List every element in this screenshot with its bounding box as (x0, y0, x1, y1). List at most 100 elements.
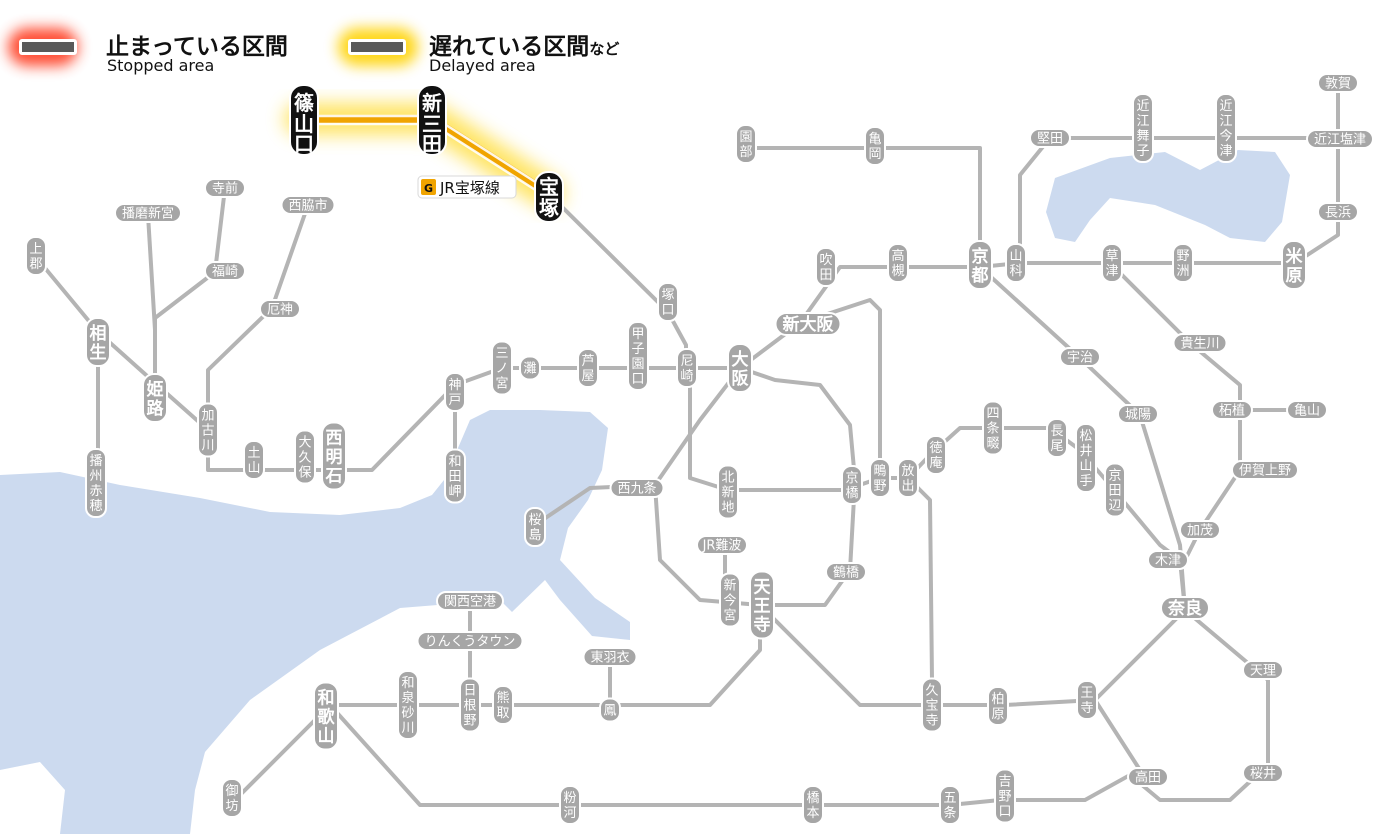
station-marker (197, 402, 219, 458)
station-takada[interactable]: 高田 (1127, 767, 1169, 787)
station-rinkutown[interactable]: りんくうタウン (416, 631, 524, 651)
station-wadamisaki[interactable]: 和田岬 (444, 448, 466, 504)
station-kobe[interactable]: 神戸 (444, 372, 466, 412)
station-kameyama[interactable]: 亀山 (1286, 400, 1328, 420)
station-aoharagawa[interactable]: 貴生川 (1172, 333, 1228, 353)
station-amagasaki[interactable]: 尼崎 (676, 348, 698, 388)
station-kitashinchi[interactable]: 北新地 (717, 464, 739, 520)
station-kameoka[interactable]: 亀岡 (864, 126, 886, 166)
station-maibara[interactable]: 米原 (1281, 240, 1307, 290)
station-teramae[interactable]: 寺前 (204, 178, 246, 198)
station-label: 堅田 (1037, 132, 1063, 147)
station-tennoji[interactable]: 天王寺 (749, 570, 775, 640)
station-sonobe[interactable]: 園部 (735, 124, 757, 164)
station-sakurai[interactable]: 桜井 (1242, 763, 1284, 783)
line-badge-jr-takarazuka[interactable]: G JR宝塚線 (417, 175, 517, 199)
station-otori[interactable]: 鳳 (599, 697, 621, 723)
station-igaueno[interactable]: 伊賀上野 (1231, 460, 1299, 480)
station-kyoto[interactable]: 京都 (967, 240, 993, 290)
station-marker[interactable] (289, 84, 319, 156)
station-omishiotsu[interactable]: 近江塩津 (1306, 129, 1374, 149)
station-kamigori[interactable]: 上郡 (25, 236, 47, 276)
station-marker[interactable] (534, 171, 564, 223)
station-shinimamiya[interactable]: 新今宮 (719, 572, 741, 628)
station-shijonawate[interactable]: 四条畷 (982, 400, 1004, 456)
station-katata[interactable]: 堅田 (1029, 128, 1071, 148)
station-kashiwara[interactable]: 柏原 (987, 686, 1009, 726)
station-tsukaguchi[interactable]: 塚口 (657, 282, 679, 322)
station-jrnamba[interactable]: JR難波 (696, 535, 748, 555)
station-marker[interactable] (417, 84, 447, 156)
station-osaka[interactable]: 大阪 (727, 343, 753, 393)
station-okubo[interactable]: 大久保 (294, 429, 316, 485)
svg-text:山: 山 (294, 112, 314, 136)
station-tsuge[interactable]: 柘植 (1211, 400, 1253, 420)
station-kokawa[interactable]: 粉河 (559, 785, 581, 825)
station-aioi[interactable]: 相生 (85, 317, 111, 367)
station-kizu[interactable]: 木津 (1147, 550, 1189, 570)
station-yoshinoguchi[interactable]: 吉野口 (994, 768, 1016, 824)
station-matsuiyamate[interactable]: 松井山手 (1075, 423, 1097, 493)
station-yasu[interactable]: 野洲 (1172, 243, 1194, 283)
station-yamashina[interactable]: 山科 (1005, 243, 1027, 283)
station-johoku[interactable]: 城陽 (1117, 404, 1159, 424)
line-letter-icon (421, 179, 436, 195)
station-marker (1132, 93, 1154, 163)
station-kyuhoji[interactable]: 久宝寺 (921, 677, 943, 733)
station-tokuan[interactable]: 徳庵 (925, 435, 947, 475)
station-label: 相生 (90, 323, 107, 363)
station-wakayama[interactable]: 和歌山 (313, 681, 339, 751)
station-nara[interactable]: 奈良 (1160, 596, 1210, 620)
station-label: 伊賀上野 (1239, 464, 1291, 479)
station-dobo[interactable]: 土山 (243, 440, 265, 480)
station-ashiya[interactable]: 芦屋 (577, 348, 599, 388)
station-kusatsu[interactable]: 草津 (1101, 243, 1123, 283)
station-hanaten[interactable]: 放出 (897, 458, 919, 498)
station-gobo[interactable]: 御坊 (221, 778, 243, 818)
station-himeji[interactable]: 姫路 (142, 373, 168, 423)
station-fukusaki[interactable]: 福崎 (204, 261, 246, 281)
station-marker (492, 685, 514, 725)
station-nishikujo[interactable]: 西九条 (609, 478, 665, 498)
station-yakujin[interactable]: 厄神 (259, 299, 301, 319)
station-label: 西脇市 (288, 198, 327, 214)
station-nagahama[interactable]: 長浜 (1317, 202, 1359, 222)
station-kakogawa[interactable]: 加古川 (197, 402, 219, 458)
station-kyotanabe[interactable]: 京田辺 (1104, 462, 1126, 518)
station-shinosaka[interactable]: 新大阪 (774, 312, 842, 336)
station-takatsuki[interactable]: 高槻 (887, 243, 909, 283)
svg-text:三: 三 (422, 112, 442, 136)
station-omimaiko[interactable]: 近江舞子 (1132, 93, 1154, 163)
station-izumisunagawa[interactable]: 和泉砂川 (397, 670, 419, 740)
station-kansaiairport[interactable]: 関西空港 (436, 591, 504, 611)
station-nada[interactable]: 灘 (519, 355, 541, 381)
station-suita[interactable]: 吹田 (815, 247, 837, 287)
station-higashihagoromo[interactable]: 東羽衣 (582, 647, 638, 667)
station-nishiakashi[interactable]: 西明石 (321, 421, 347, 491)
station-koshienguchi[interactable]: 甲子園口 (627, 321, 649, 391)
station-sakurajima[interactable]: 桜島 (524, 507, 546, 547)
station-shigino[interactable]: 鴫野 (869, 458, 891, 498)
station-banshuako[interactable]: 播州赤穂 (85, 448, 107, 518)
station-hineno[interactable]: 日根野 (459, 677, 481, 733)
station-tsuruga[interactable]: 敦賀 (1317, 73, 1359, 93)
station-oji[interactable]: 王寺 (1076, 680, 1098, 720)
station-marker (1075, 423, 1097, 493)
station-kumatori[interactable]: 熊取 (492, 685, 514, 725)
station-kyobashi[interactable]: 京橋 (841, 465, 863, 505)
legend: 止まっている区間 Stopped area 遅れている区間など Delayed … (0, 22, 700, 78)
station-nishiwakishi[interactable]: 西脇市 (280, 195, 336, 215)
station-sannomiya[interactable]: 三ノ宮 (491, 340, 513, 396)
station-marker (717, 464, 739, 520)
station-gojo[interactable]: 五条 (939, 785, 961, 825)
station-label: 久宝寺 (925, 684, 938, 729)
station-label: 亀山 (1294, 404, 1320, 419)
station-harimashingu[interactable]: 播磨新宮 (114, 203, 182, 223)
station-nagao[interactable]: 長尾 (1046, 418, 1068, 458)
station-tenri[interactable]: 天理 (1242, 660, 1284, 680)
station-hashimoto[interactable]: 橋本 (802, 785, 824, 825)
station-omiimazu[interactable]: 近江今津 (1215, 93, 1237, 163)
station-uji[interactable]: 宇治 (1059, 347, 1101, 367)
station-tsuruhashi[interactable]: 鶴橋 (825, 562, 867, 582)
station-kamo[interactable]: 加茂 (1179, 520, 1221, 540)
